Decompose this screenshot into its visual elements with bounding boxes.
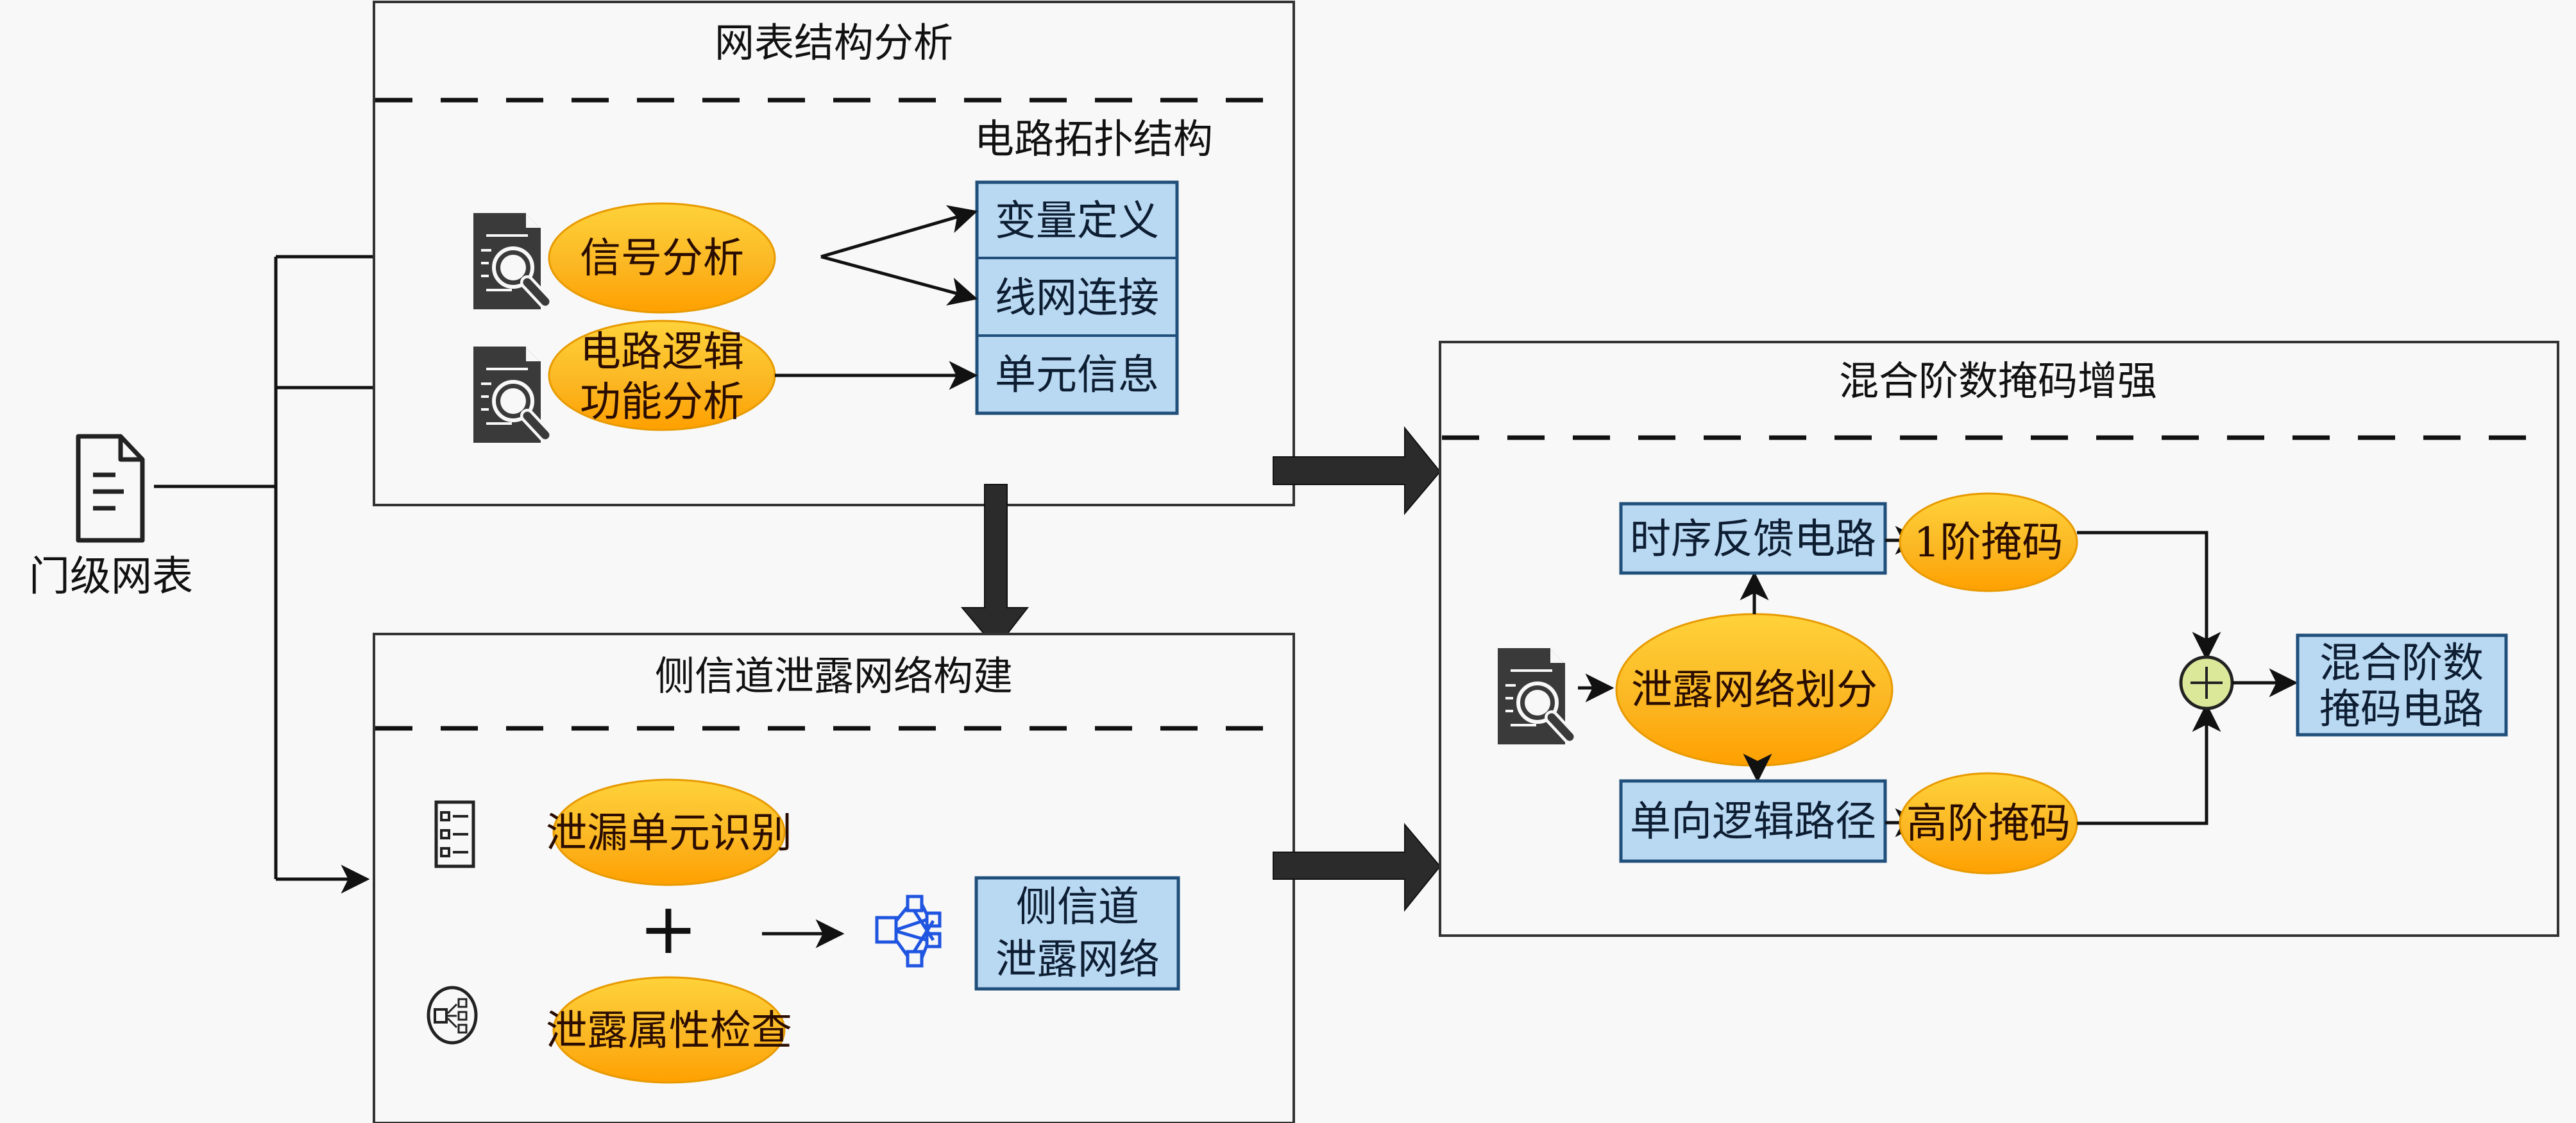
netlist-input-label: 门级网表 xyxy=(29,553,193,601)
box-label-line-1: 侧信道 xyxy=(1016,884,1139,931)
box-label-line-2: 泄露网络 xyxy=(996,936,1160,984)
flow-arrow-down xyxy=(960,484,1030,649)
oval-label: 泄漏单元识别 xyxy=(546,810,792,857)
panel-title: 网表结构分析 xyxy=(715,19,953,66)
unidirectional-logic-path-box[interactable]: 单向逻辑路径 xyxy=(1619,779,1887,863)
network-graph-icon xyxy=(875,895,942,968)
oval-label: 泄露网络划分 xyxy=(1631,667,1877,714)
oval-label-line-1: 电路逻辑 xyxy=(580,329,744,376)
panel-title: 混合阶数掩码增强 xyxy=(1839,357,2157,404)
flow-arrow-right-upper xyxy=(1273,426,1441,515)
oval-label: 高阶掩码 xyxy=(1906,800,2071,848)
topology-cell-unit-info[interactable]: 单元信息 xyxy=(995,352,1159,399)
box-label-line-1: 混合阶数 xyxy=(2319,640,2484,687)
topology-title: 电路拓扑结构 xyxy=(974,116,1213,162)
flow-arrow-right-lower xyxy=(1273,823,1441,912)
oval-leakage-unit-identification[interactable]: 泄漏单元识别 xyxy=(546,778,792,886)
oval-leakage-network-partition[interactable]: 泄露网络划分 xyxy=(1615,613,1894,767)
sequential-feedback-circuit-box[interactable]: 时序反馈电路 xyxy=(1619,502,1887,575)
oval-label: 1阶掩码 xyxy=(1914,519,2063,567)
mixed-order-mask-circuit-box[interactable]: 混合阶数 掩码电路 xyxy=(2296,633,2508,737)
panel-leakage-network: 侧信道泄露网络构建 泄漏单元识别 泄露属性检查 + xyxy=(373,633,1295,1123)
oval-leakage-property-check[interactable]: 泄露属性检查 xyxy=(546,976,792,1084)
distribution-icon xyxy=(427,986,478,1045)
topology-cell-net-connection[interactable]: 线网连接 xyxy=(995,275,1159,322)
document-search-icon xyxy=(473,347,545,443)
panel-mixed-order-masking: 混合阶数掩码增强 泄露网络划分 时序反馈电路 单向逻辑路径 1阶掩码 高阶掩 xyxy=(1439,341,2559,937)
document-search-icon xyxy=(1498,648,1570,744)
oval-signal-analysis[interactable]: 信号分析 xyxy=(548,202,776,314)
oval-label-line-2: 功能分析 xyxy=(580,379,744,426)
document-icon xyxy=(76,434,145,543)
plus-symbol: + xyxy=(639,887,698,970)
panel-netlist-analysis: 网表结构分析 信号分析 电路逻辑 功能分析 电路拓扑结构 变量定义 线网连接 单… xyxy=(373,1,1295,506)
box-label: 时序反馈电路 xyxy=(1630,516,1876,563)
oval-label: 泄露属性检查 xyxy=(546,1007,792,1055)
combine-adder-node[interactable] xyxy=(2179,655,2234,710)
oval-first-order-mask[interactable]: 1阶掩码 xyxy=(1899,492,2078,592)
oval-high-order-mask[interactable]: 高阶掩码 xyxy=(1899,772,2078,875)
side-channel-leakage-network-box[interactable]: 侧信道 泄露网络 xyxy=(974,876,1180,991)
topology-cell-variable-definition[interactable]: 变量定义 xyxy=(995,198,1159,245)
box-label-line-2: 掩码电路 xyxy=(2319,686,2484,733)
netlist-input-node[interactable]: 门级网表 xyxy=(29,434,193,601)
checklist-icon xyxy=(434,800,475,868)
topology-table: 变量定义 线网连接 单元信息 xyxy=(975,180,1179,415)
document-search-icon xyxy=(473,213,545,309)
oval-logic-function-analysis[interactable]: 电路逻辑 功能分析 xyxy=(548,320,776,431)
panel-title: 侧信道泄露网络构建 xyxy=(655,653,1013,699)
oval-label: 信号分析 xyxy=(580,235,744,282)
box-label: 单向逻辑路径 xyxy=(1630,798,1876,846)
